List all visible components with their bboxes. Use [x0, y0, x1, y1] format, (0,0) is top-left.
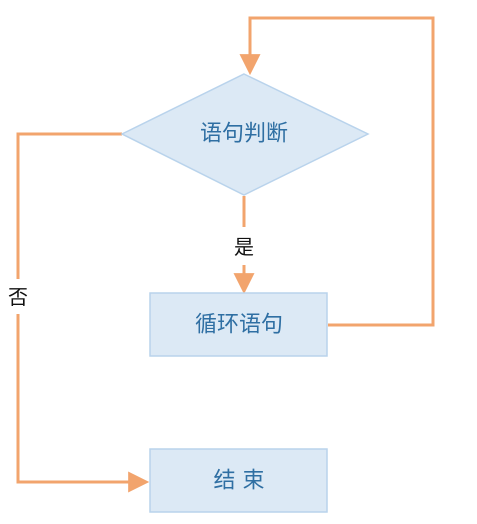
no-edge-upper: [16, 132, 122, 279]
no-edge-label: 否: [8, 285, 28, 309]
loop-body-box: [149, 292, 328, 357]
loop-body-label: 循环语句: [195, 313, 283, 338]
yes-edge-label: 是: [234, 235, 254, 259]
loop-body-node: 循环语句: [149, 292, 328, 357]
no-edge-lower: [16, 314, 150, 493]
decision-label: 语句判断: [200, 122, 288, 147]
end-label: 结 束: [214, 469, 265, 494]
end-node: 结 束: [149, 448, 328, 513]
decision-node: 语句判断: [120, 73, 370, 196]
end-box: [149, 448, 328, 513]
decision-diamond: [120, 73, 370, 196]
loop-back-edge: [239, 16, 435, 327]
